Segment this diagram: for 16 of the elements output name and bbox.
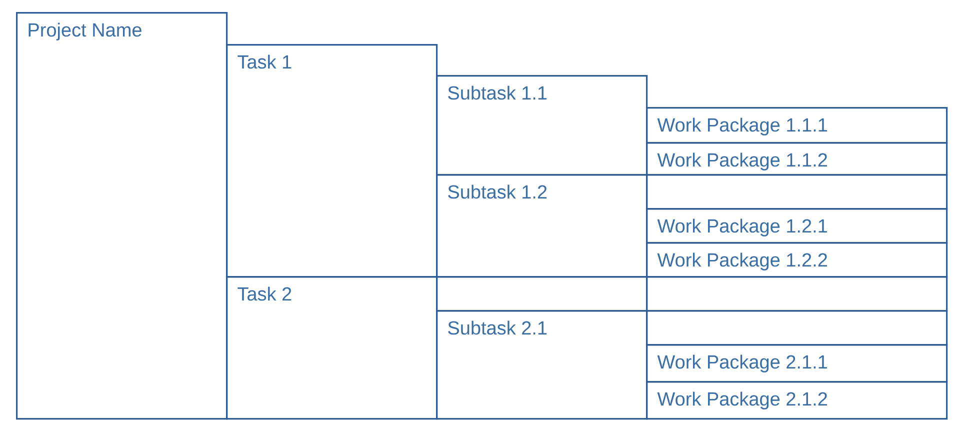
empty-cell <box>646 276 948 312</box>
cell: Work Package 2.1.2 <box>646 381 948 420</box>
cell: Subtask 2.1 <box>436 310 648 420</box>
cell: Subtask 1.2 <box>436 174 648 278</box>
empty-cell <box>646 310 948 346</box>
cell: Work Package 2.1.1 <box>646 344 948 383</box>
cell: Work Package 1.2.2 <box>646 242 948 278</box>
cell: Project Name <box>16 12 228 420</box>
cell: Task 1 <box>226 44 438 278</box>
cell: Work Package 1.2.1 <box>646 208 948 244</box>
cell: Work Package 1.1.2 <box>646 142 948 176</box>
cell: Task 2 <box>226 276 438 420</box>
empty-cell <box>646 174 948 210</box>
cell: Subtask 1.1 <box>436 75 648 176</box>
cell: Work Package 1.1.1 <box>646 107 948 144</box>
empty-cell <box>436 276 648 312</box>
